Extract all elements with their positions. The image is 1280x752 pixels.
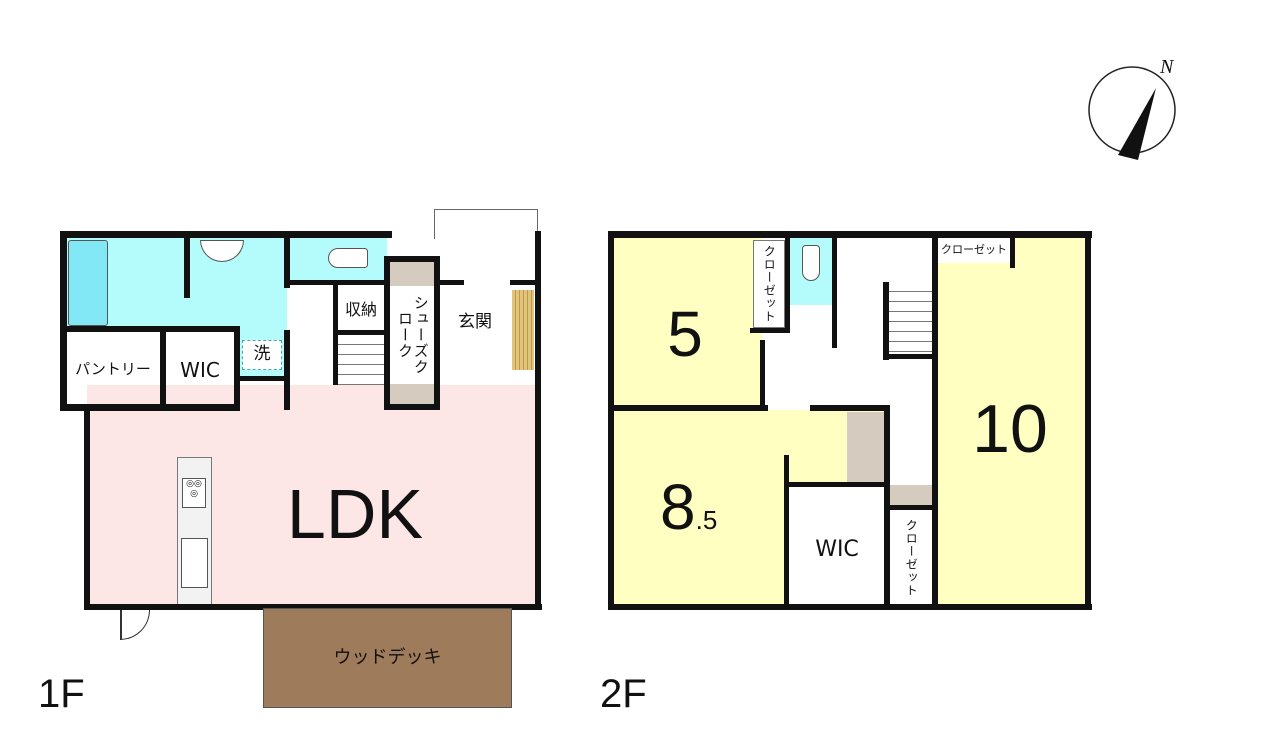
stove-icon: ◎◎◎ xyxy=(182,478,206,508)
compass: N xyxy=(1088,52,1176,164)
kitchen-sink-icon xyxy=(181,538,208,588)
room-5 xyxy=(612,237,762,409)
entrance-label: 玄関 xyxy=(458,312,492,333)
room-8-5-label: 8.5 xyxy=(660,470,717,544)
toilet-icon xyxy=(328,248,368,268)
closet-2-label: クローゼット xyxy=(941,243,1007,257)
stairs-1f xyxy=(337,335,385,385)
entrance-step xyxy=(512,290,534,370)
entry-door-icon xyxy=(120,610,150,640)
pantry-label: パントリー xyxy=(75,360,151,379)
compass-arrow-icon xyxy=(1088,66,1176,160)
laundry-label: 洗 xyxy=(242,340,282,370)
room-10 xyxy=(937,237,1087,606)
floor-2-label: 2F xyxy=(600,672,647,716)
wic-1f-label: WIC xyxy=(180,357,220,382)
wic-2f-label: WIC xyxy=(815,537,859,563)
closet-1-label: クローゼット xyxy=(753,240,785,328)
room-5-label: 5 xyxy=(667,298,703,371)
north-label: N xyxy=(1160,56,1174,78)
storage-label: 収納 xyxy=(344,299,377,319)
room-8-5-int: 8 xyxy=(660,471,696,543)
shoe-closet-label: シューズクローク xyxy=(396,295,430,375)
wood-deck: ウッドデッキ xyxy=(263,608,512,708)
room-8-5-frac: .5 xyxy=(695,505,718,535)
bathtub xyxy=(68,240,108,326)
ldk-room xyxy=(87,385,539,607)
room-10-label: 10 xyxy=(972,391,1048,468)
toilet-2f-icon xyxy=(802,245,820,281)
floor-1-label: 1F xyxy=(38,672,85,716)
stairs-2f xyxy=(888,282,934,357)
ldk-label: LDK xyxy=(286,475,424,554)
closet-3-label: クローゼット xyxy=(904,519,919,597)
